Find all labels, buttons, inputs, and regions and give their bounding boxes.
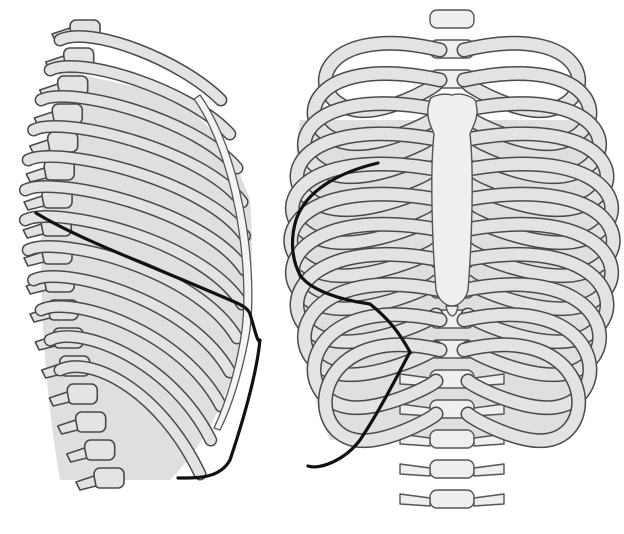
anterior-vertebra [430,490,474,508]
lateral-vertebra [76,412,106,432]
lateral-rib-cage-view [23,20,260,490]
lateral-vertebra [67,384,97,404]
anterior-vertebra [430,460,474,478]
spinous-process [26,168,46,182]
lateral-vertebra [85,440,115,460]
sternum [428,94,477,306]
anterior-rib-cage-view [291,10,614,508]
anterior-vertebra [430,10,474,28]
lateral-vertebra [94,468,124,488]
lateral-vertebra [48,132,78,152]
spinous-process [24,196,44,210]
anterior-vertebra [430,430,474,448]
